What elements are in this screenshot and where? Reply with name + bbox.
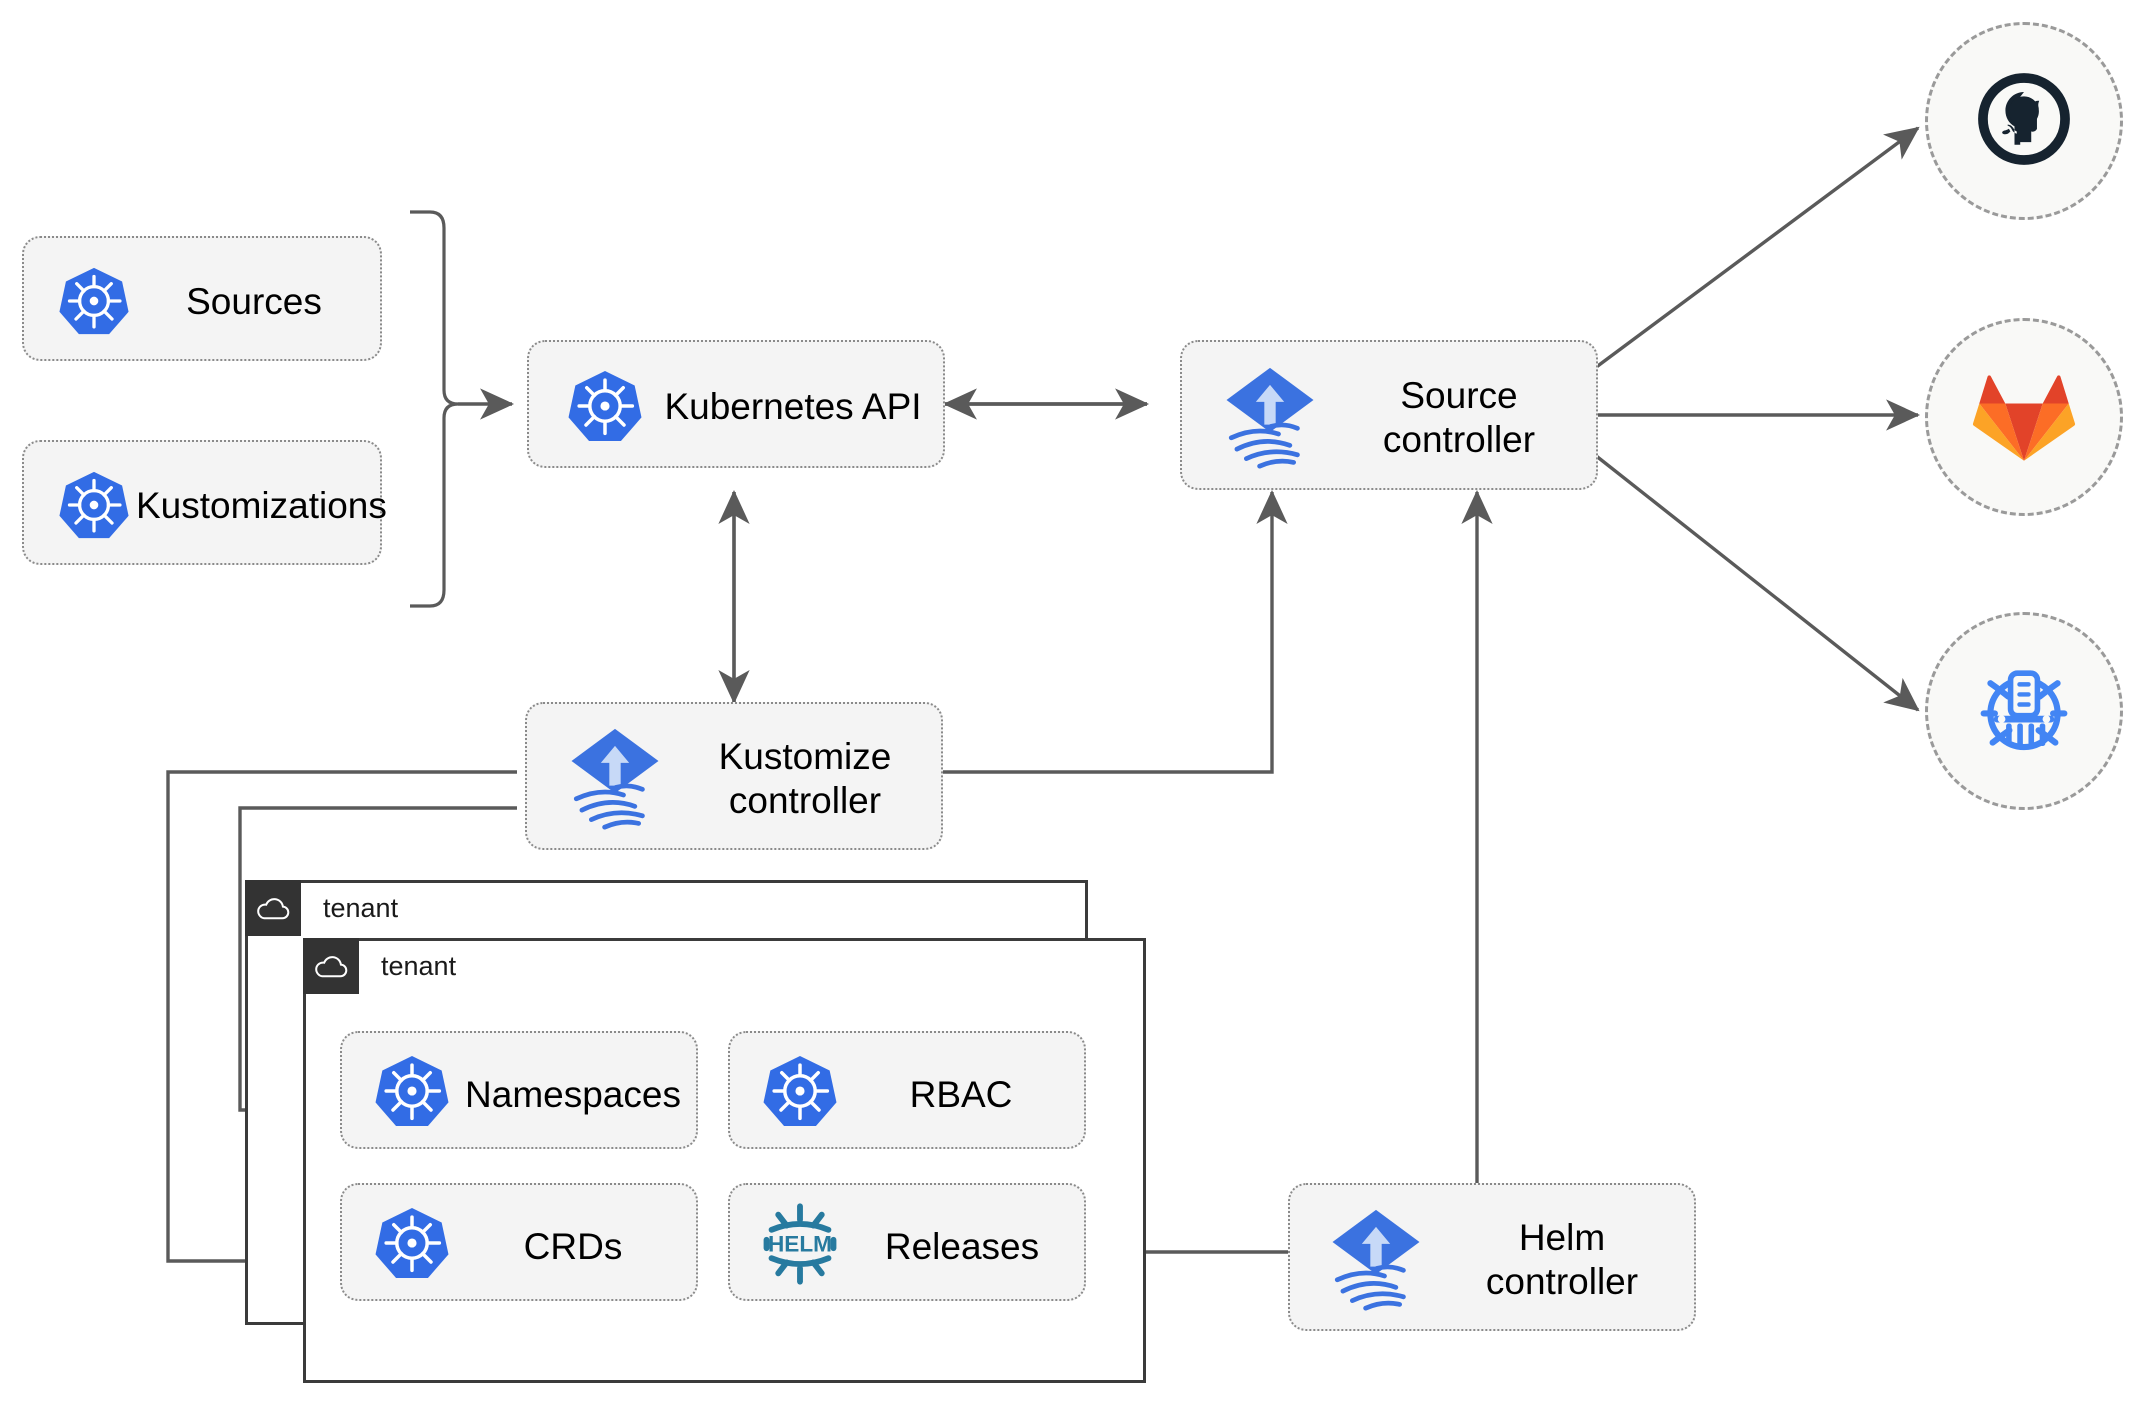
node-label: Kubernetes API xyxy=(664,386,922,427)
node-label: Sources xyxy=(186,281,322,322)
node-label: Kustomize controller xyxy=(718,736,892,821)
provider-github[interactable] xyxy=(1925,22,2123,220)
node-label: Kustomizations xyxy=(136,485,387,526)
kubernetes-icon xyxy=(374,1053,450,1129)
node-kubernetes-api[interactable]: Kubernetes API xyxy=(527,340,945,468)
kubernetes-icon xyxy=(762,1053,838,1129)
tenant-label-outer: tenant xyxy=(323,892,399,923)
flux-icon xyxy=(1218,364,1322,470)
svg-text:HELM: HELM xyxy=(768,1232,832,1257)
cloud-icon xyxy=(303,938,359,994)
node-label: Namespaces xyxy=(465,1074,681,1115)
node-helm-controller[interactable]: Helm controller xyxy=(1288,1183,1696,1331)
node-label: RBAC xyxy=(909,1074,1013,1115)
node-label: Helm controller xyxy=(1485,1217,1639,1302)
flux-icon xyxy=(563,725,667,831)
cloud-icon xyxy=(245,880,301,936)
provider-harbor[interactable] xyxy=(1925,612,2123,810)
node-source-controller[interactable]: Source controller xyxy=(1180,340,1598,490)
node-sources[interactable]: Sources xyxy=(22,236,382,361)
node-namespaces[interactable]: Namespaces xyxy=(340,1031,698,1149)
node-releases[interactable]: HELM Releases xyxy=(728,1183,1086,1301)
node-kustomize-controller[interactable]: Kustomize controller xyxy=(525,702,943,850)
tenant-header-outer: tenant xyxy=(245,880,398,936)
tenant-header-inner: tenant xyxy=(303,938,456,994)
flux-icon xyxy=(1324,1206,1428,1312)
node-rbac[interactable]: RBAC xyxy=(728,1031,1086,1149)
tenant-container-inner: tenant xyxy=(303,938,1146,1383)
node-label: Releases xyxy=(884,1226,1040,1267)
kubernetes-icon xyxy=(567,368,643,444)
harbor-icon xyxy=(1968,653,2080,770)
helm-icon: HELM xyxy=(758,1203,842,1285)
node-kustomizations[interactable]: Kustomizations xyxy=(22,440,387,565)
kubernetes-icon xyxy=(58,265,130,337)
github-icon xyxy=(1970,65,2078,178)
kubernetes-icon xyxy=(58,469,130,541)
node-label: Source controller xyxy=(1382,375,1536,460)
node-label: CRDs xyxy=(523,1226,623,1267)
tenant-label-inner: tenant xyxy=(381,950,457,981)
node-crds[interactable]: CRDs xyxy=(340,1183,698,1301)
kubernetes-icon xyxy=(374,1205,450,1281)
provider-gitlab[interactable] xyxy=(1925,318,2123,516)
gitlab-icon xyxy=(1972,365,2076,470)
